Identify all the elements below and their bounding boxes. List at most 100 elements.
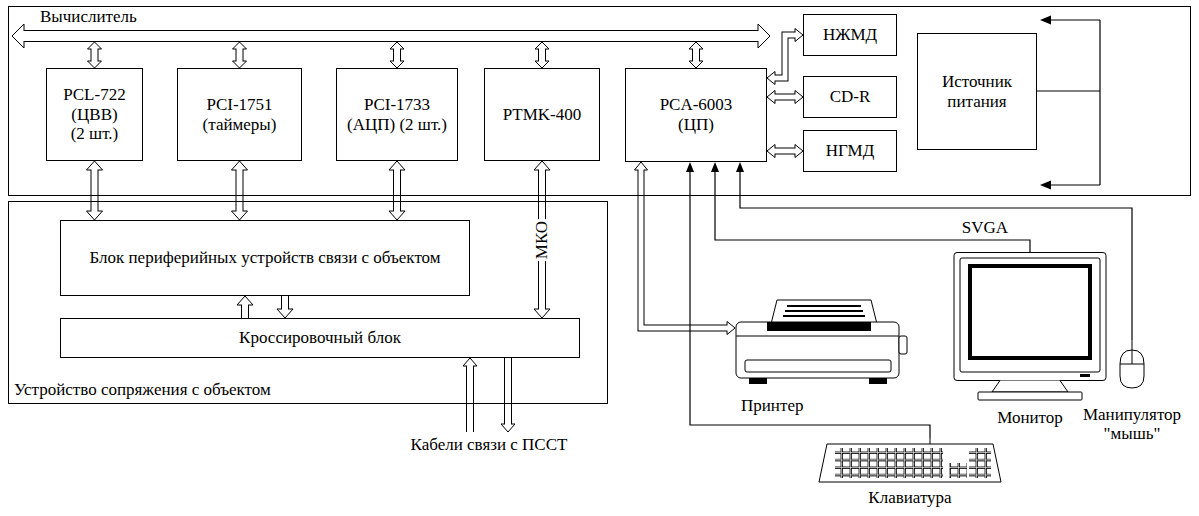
signal-line: [711, 162, 1030, 252]
arrow-inner: [394, 169, 400, 212]
mouse-device: Манипулятор "мышь": [1062, 340, 1199, 444]
arrow-inner: [282, 296, 288, 310]
tap-inner: [92, 48, 98, 62]
mouse-buttons: [1120, 350, 1144, 364]
tap-head: [88, 42, 102, 49]
keyboard-keys: [949, 463, 967, 478]
arrow-head: [767, 72, 775, 85]
power-supply: Источник питания: [917, 33, 1037, 150]
frame-title: Устройство сопряжения с объектом: [14, 380, 271, 400]
arrow-outline: [775, 35, 795, 78]
hollow-arrow: [767, 29, 803, 85]
printer-ridge: [736, 336, 899, 337]
arrow-head: [534, 309, 550, 318]
printer-knob: [899, 336, 907, 354]
mouse-cable: [1132, 340, 1133, 350]
hollow-arrow: [232, 161, 248, 220]
frame-title: Вычислитель: [40, 7, 137, 27]
printer-device: Принтер: [735, 298, 913, 416]
cable-inner: [467, 365, 473, 432]
arrow-head: [767, 145, 775, 158]
arrow-head: [389, 211, 405, 220]
cable-head: [501, 424, 515, 432]
computer-frame: ВычислительPCL-722 (ЦВВ) (2 шт.) PCI-1751…: [8, 6, 1191, 196]
device-label: Монитор: [997, 408, 1063, 428]
peripheral-block: Блок периферийных устройств связи с объе…: [60, 220, 470, 296]
hollow-arrow: [635, 162, 736, 335]
arrow-outline: [775, 94, 795, 101]
tap-head: [689, 61, 703, 68]
monitor-bezel: [960, 258, 1100, 372]
io-card: PCL-722 (ЦВВ) (2 шт.): [46, 68, 143, 161]
arrow-head: [727, 322, 735, 335]
tap-head: [88, 61, 102, 68]
device-label: Манипулятор "мышь": [1062, 405, 1199, 444]
arrow-outline: [91, 170, 99, 211]
patch-block: Кроссировочный блок: [60, 318, 580, 358]
arrow-head: [389, 161, 405, 170]
box-label: PCI-1751 (таймеры): [190, 95, 290, 134]
arrow-inner: [242, 304, 248, 318]
tap-outline: [393, 49, 401, 61]
printer-foot: [869, 378, 887, 384]
box-label: PTMK-400: [503, 105, 581, 125]
printer-paper: [771, 300, 877, 324]
keyboard-keys: [969, 448, 991, 478]
arrow-head: [795, 29, 803, 42]
arrow-inner: [237, 169, 243, 212]
cpu-board: PCA-6003 (ЦП): [625, 68, 767, 162]
device-label: Принтер: [741, 396, 803, 416]
printer-print: [783, 306, 865, 316]
signal-wire: [740, 171, 1132, 340]
keyboard-picture: [819, 438, 1001, 482]
cable-label: Кабели связи с ПССТ: [409, 436, 570, 455]
drive-box: CD-R: [803, 76, 897, 118]
box-label: CD-R: [830, 87, 871, 107]
arrow-head: [277, 309, 293, 318]
arrow-outline: [393, 170, 401, 211]
power-wire: [1037, 20, 1100, 185]
arrow-head: [635, 162, 648, 170]
arrow-head: [232, 161, 248, 170]
arrow-head: [686, 162, 694, 172]
arrow-head: [795, 91, 803, 104]
arrow-outline: [775, 148, 795, 155]
signal-wire: [690, 171, 930, 438]
tap-head: [535, 42, 549, 49]
edge-label: SVGA: [960, 219, 1010, 238]
tap-inner: [539, 48, 545, 62]
keyboard-body: [819, 444, 1001, 482]
box-label: НГМД: [826, 141, 875, 161]
bus-inner: [23, 31, 759, 41]
tap-head: [233, 61, 247, 68]
arrow-outline: [241, 305, 249, 318]
printer-picture: [736, 300, 907, 384]
bus-outline: [24, 30, 758, 42]
tap-head: [535, 61, 549, 68]
box-label: PCL-722 (ЦВВ) (2 шт.): [53, 85, 137, 144]
cable-outline: [504, 358, 512, 424]
tap-head: [689, 42, 703, 49]
box-label: PCA-6003 (ЦП): [646, 95, 746, 134]
hollow-arrow: [277, 296, 293, 318]
keyboard-keys: [835, 448, 943, 478]
tap-head: [390, 42, 404, 49]
hollow-arrow: [237, 296, 253, 318]
arrow-head: [87, 211, 103, 220]
power-head: [1040, 16, 1051, 25]
box-label: Источник питания: [927, 72, 1027, 111]
tap-inner: [693, 48, 699, 62]
mouse-picture: [1120, 340, 1144, 388]
mouse-body: [1120, 350, 1144, 388]
monitor-screen: [970, 266, 1090, 358]
arrow-head: [87, 161, 103, 170]
drive-box: НЖМД: [803, 14, 897, 56]
tap-head: [390, 61, 404, 68]
monitor-neck: [992, 381, 1068, 393]
arrow-head: [534, 161, 550, 170]
signal-line: [736, 162, 1132, 340]
arrow-head: [232, 211, 248, 220]
tap-outline: [91, 49, 99, 61]
system-bus: [12, 24, 770, 48]
